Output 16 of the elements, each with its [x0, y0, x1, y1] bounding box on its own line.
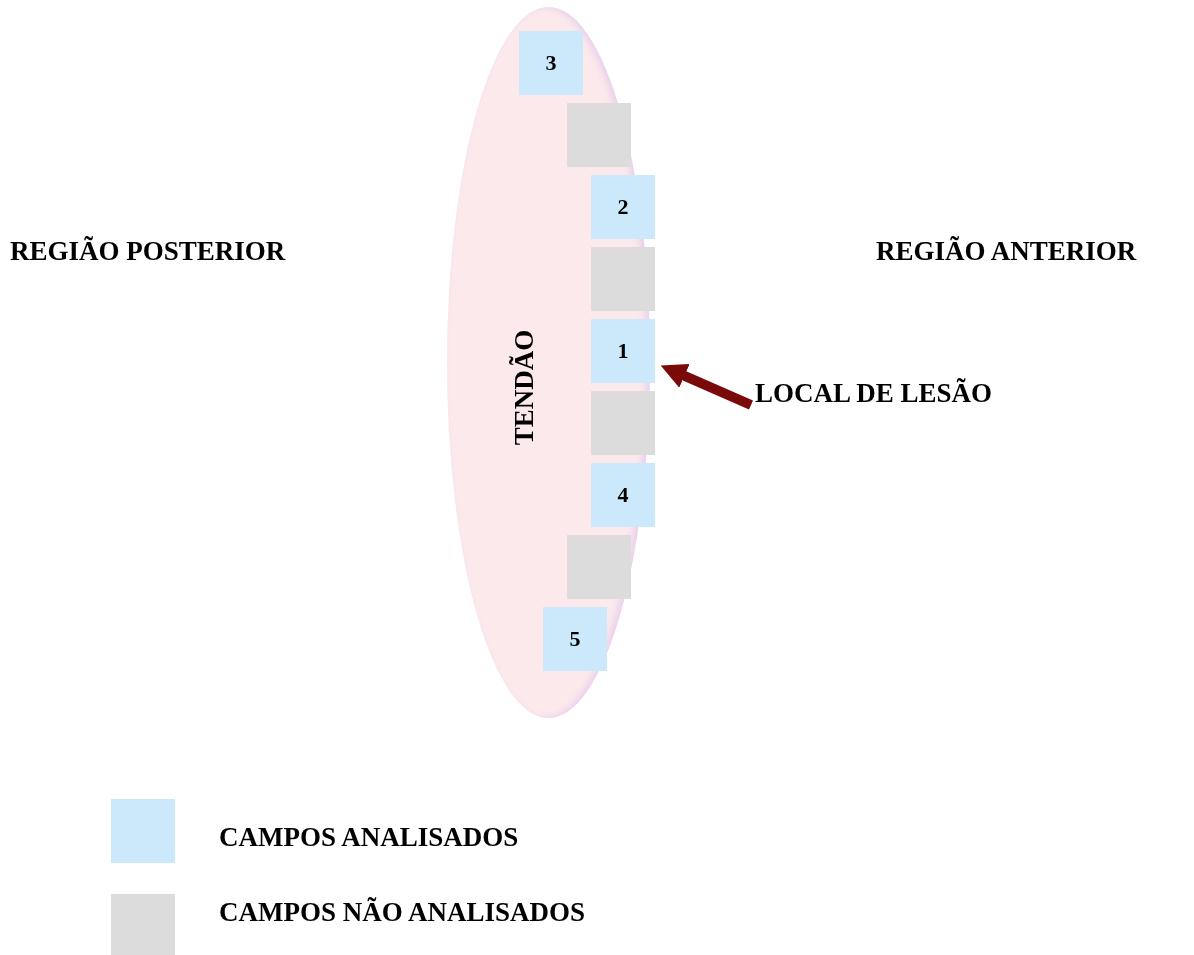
analyzed-field: 2	[591, 175, 655, 239]
unanalyzed-field	[567, 103, 631, 167]
lesion-site-label: LOCAL DE LESÃO	[755, 378, 993, 409]
unanalyzed-field	[591, 247, 655, 311]
unanalyzed-field	[567, 535, 631, 599]
tendon-label: TENDÃO	[509, 329, 541, 446]
legend-label: CAMPOS NÃO ANALISADOS	[219, 897, 586, 928]
analyzed-field: 3	[519, 31, 583, 95]
analyzed-field: 1	[591, 319, 655, 383]
region-label: REGIÃO POSTERIOR	[10, 236, 286, 267]
region-label: REGIÃO ANTERIOR	[876, 236, 1137, 267]
unanalyzed-field	[591, 391, 655, 455]
legend-label: CAMPOS ANALISADOS	[219, 822, 519, 853]
analyzed-field: 4	[591, 463, 655, 527]
arrow	[660, 363, 753, 410]
analyzed-field: 5	[543, 607, 607, 671]
